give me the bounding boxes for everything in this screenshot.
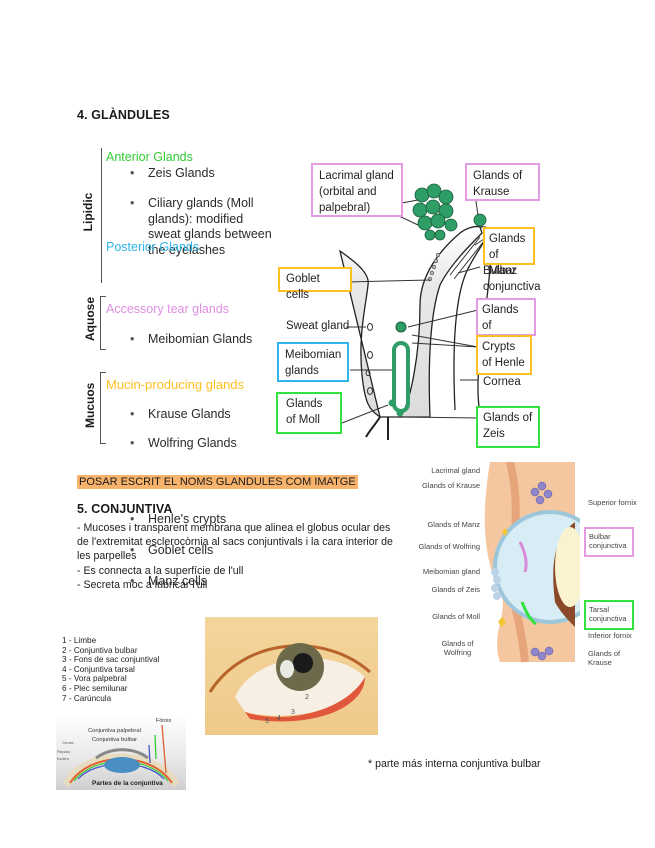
eye-label-right: Glands of Krause xyxy=(588,649,621,667)
list-item: •Ciliary glands (Moll glands): modified … xyxy=(130,196,272,257)
photo-number: 3 xyxy=(291,709,295,716)
list-item: •Goblet cells xyxy=(130,543,214,557)
parts-caption: Partes de la conjuntiva xyxy=(92,780,163,787)
group-label-aquose: Aquose xyxy=(83,296,97,341)
label-sweat-gland: Sweat gland xyxy=(286,320,350,332)
label-box-glands-of-krause: Glands of Krause xyxy=(465,163,540,201)
category-posterior-glands: Posterior Glands xyxy=(106,240,200,254)
eye-label-left: Glands of Krause xyxy=(422,481,480,490)
parts-label-eyelid: Párpado xyxy=(57,750,70,754)
body-line: - Es connecta a la superfície de l'ull xyxy=(77,564,244,577)
group-label-lipidic: Lipidic xyxy=(81,192,95,232)
label-box-glands-of-manz: Glands of Manz xyxy=(483,227,535,277)
label-box-crypts-of-henle: Crypts of Henle xyxy=(476,335,532,375)
category-mucin-producing-glands: Mucin-producing glands xyxy=(106,377,245,392)
label-box-glands-of-zeis: Glands of Zeis xyxy=(476,406,540,448)
section-4-title: 4. GLÀNDULES xyxy=(77,108,170,122)
label-cornea: Cornea xyxy=(483,376,521,388)
list-item: •Krause Glands xyxy=(130,407,231,421)
category-anterior-glands: Anterior Glands xyxy=(106,150,193,164)
parts-label-sclera: Esclera xyxy=(57,757,69,761)
label-box-glands-of-wolfring: Glands of Wolfring xyxy=(476,298,536,348)
parts-label-palpebral: Conjuntiva palpebral xyxy=(88,728,141,734)
eye-label-box-bulbar: Bulbar conjunctiva xyxy=(584,527,634,557)
legend-item: 1 - Limbe xyxy=(62,636,97,645)
category-accessory-tear-glands: Accessory tear glands xyxy=(106,302,229,316)
eye-label-left: Glands of Moll xyxy=(432,612,480,621)
list-item: •Manz cells xyxy=(130,574,208,588)
aquose-bracket xyxy=(100,296,106,350)
eye-photo-illustration: 2 3 4 5 xyxy=(208,643,371,725)
eye-label-box-tarsal: Tarsal conjunctiva xyxy=(584,600,634,630)
eye-photo: 2 3 4 5 xyxy=(205,617,378,735)
eye-label-left: Glands of Zeis xyxy=(431,585,480,594)
eye-label-left: Lacrimal gland xyxy=(431,466,480,475)
eye-label-left: Glands of Wolfring xyxy=(441,639,474,657)
photo-number: 5 xyxy=(265,718,269,725)
parts-of-conjunctiva-figure: Fórnix Conjuntiva palpebral Conjuntiva b… xyxy=(56,713,186,790)
label-box-lacrimal-gland: Lacrimal gland (orbital and palpebral) xyxy=(311,163,403,217)
body-line: - Mucoses i transparent membrana que ali… xyxy=(77,522,393,563)
list-item: •Henle's crypts xyxy=(130,512,227,526)
legend-item: 2 - Conjuntiva bulbar xyxy=(62,645,138,655)
parts-label-fornix: Fórnix xyxy=(156,718,172,724)
section-5-body: - Mucoses i transparent membrana que ali… xyxy=(77,521,399,592)
eye-label-left: Meibomian gland xyxy=(422,567,480,576)
list-item: •Wolfring Glands xyxy=(130,436,237,450)
lipidic-bracket xyxy=(101,148,102,283)
label-box-goblet-cells: Goblet cells xyxy=(278,267,352,301)
footnote: * parte más interna conjuntiva bulbar xyxy=(368,758,541,770)
legend-item: 6 - Plec semilunar xyxy=(62,683,128,693)
mucuos-bracket xyxy=(100,372,106,444)
label-bulbar-conjunctiva: Bulbar conjunctiva xyxy=(483,265,541,293)
label-box-meibomian-glands: Meibomian glands xyxy=(277,342,349,382)
group-label-mucuos: Mucuos xyxy=(83,382,97,428)
legend-item: 4 - Conjuntiva tarsal xyxy=(62,664,135,674)
legend-item: 5 - Vora palpebral xyxy=(62,674,127,684)
eye-label-left: Glands of Wolfring xyxy=(418,542,480,551)
lacrimal-gland-cluster xyxy=(412,183,487,241)
gland-classification: Lipidic Anterior Glands •Zeis Glands •Ci… xyxy=(0,0,655,588)
list-item: •Zeis Glands xyxy=(130,166,215,180)
list-item: •Meibomian Glands xyxy=(130,332,253,346)
conjunctiva-legend: 1 - Limbe 2 - Conjuntiva bulbar 3 - Fons… xyxy=(62,636,159,703)
label-box-glands-of-moll: Glands of Moll xyxy=(276,392,342,434)
parts-label-bulbar: Conjuntiva bulbar xyxy=(92,737,137,743)
conjunctiva-parts-illustration: Fórnix Conjuntiva palpebral Conjuntiva b… xyxy=(57,718,180,788)
section-5-title: 5. CONJUNTIVA xyxy=(77,502,173,516)
eye-label-right: Superior fornix xyxy=(588,498,637,507)
eye-label-left: Glands of Manz xyxy=(427,520,480,529)
eye-anatomy-illustration xyxy=(484,462,580,663)
body-line: - Secreta moc a lubricar l'ull xyxy=(77,578,208,591)
highlighted-note: POSAR ESCRIT EL NOMS GLANDULES COM IMATG… xyxy=(77,475,358,489)
legend-item: 3 - Fons de sac conjuntival xyxy=(62,655,160,665)
photo-number: 2 xyxy=(305,694,309,701)
parts-label-cornea: Córnea xyxy=(62,741,74,745)
photo-number: 4 xyxy=(277,715,281,722)
eye-label-right: Inferior fornix xyxy=(588,631,632,640)
legend-item: 7 - Carúncula xyxy=(62,693,112,703)
